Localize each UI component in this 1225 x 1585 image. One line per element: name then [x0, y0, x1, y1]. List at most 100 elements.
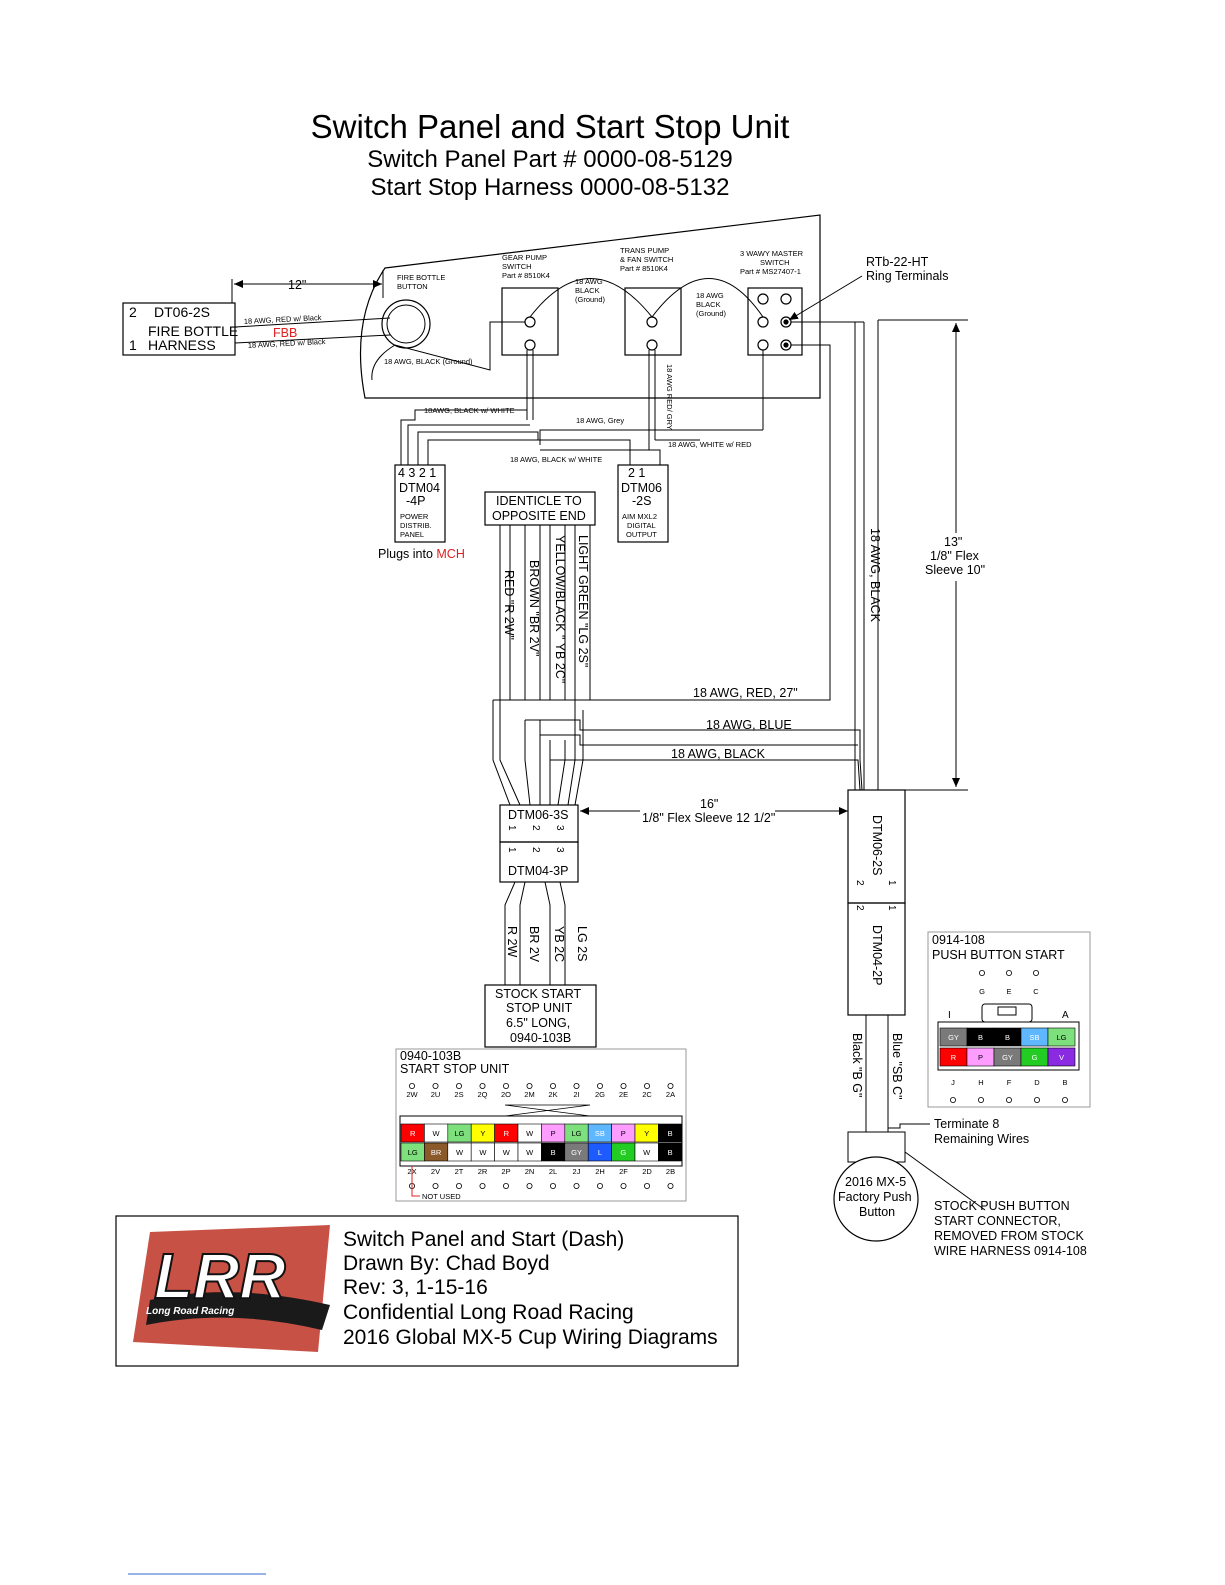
- dtm06-2s-connector: DTM06-2S 2 1: [847, 789, 906, 904]
- power-distribution-connector: 4 3 2 1 DTM04 -4P POWER DISTRIB. PANEL: [394, 464, 446, 543]
- ssu-bottom-pin-label: 2F: [619, 1167, 628, 1176]
- pin-cell: [1047, 1047, 1076, 1067]
- ssu-bottom-pin-dot: [526, 1183, 533, 1190]
- pin-cell-label: V: [1059, 1053, 1064, 1062]
- ssu-top-pin-label: 2M: [524, 1090, 534, 1099]
- wire-red-r2w: RED "R 2W": [502, 570, 516, 640]
- fbh-pin1: 1: [129, 337, 137, 353]
- pin-cell-label: W: [503, 1148, 511, 1157]
- pin-cell: [658, 1142, 683, 1162]
- ground-label-1c: (Ground): [575, 295, 606, 304]
- wire-black: 18 AWG, BLACK: [671, 747, 766, 761]
- ssu-bottom-pin-dot: [502, 1183, 509, 1190]
- pin-cell-label: SB: [595, 1129, 605, 1138]
- dtm04-3p-pin1: 1: [506, 847, 517, 853]
- ssu-bottom-pin-dot: [550, 1183, 557, 1190]
- aim-label-1: AIM MXL2: [622, 512, 657, 521]
- pbs-top-pin-dot: [1006, 970, 1013, 977]
- ssu-top-pin-dot: [667, 1083, 674, 1090]
- master-switch-label-3: Part # MS27407-1: [740, 267, 801, 276]
- pd-connector-2: -4P: [406, 494, 425, 508]
- aim-pins: 2 1: [628, 466, 645, 480]
- ssu-bottom-pin-label: 2N: [525, 1167, 535, 1176]
- tb-line-1: Switch Panel and Start (Dash): [343, 1228, 624, 1251]
- pbs-bottom-pin-label: F: [1007, 1078, 1012, 1087]
- ssu-top-pin-label: 2U: [431, 1090, 441, 1099]
- tb-line-4: Confidential Long Road Racing: [343, 1301, 634, 1324]
- dim-13-a: 13": [944, 535, 962, 549]
- pin-cell-label: GY: [1002, 1053, 1013, 1062]
- ssu-top-pin-dot: [455, 1083, 462, 1090]
- ssu-bottom-pin-label: 2V: [431, 1167, 440, 1176]
- wire-yellow-black: YELLOW/BLACK " YB 2C": [553, 535, 567, 683]
- fbh-connector: DT06-2S: [154, 304, 210, 320]
- pin-cell-label: B: [551, 1148, 556, 1157]
- dtm06-3s-pin1: 1: [506, 825, 517, 831]
- ssu-bottom-pin-dot: [432, 1183, 439, 1190]
- wire-brown-br2v: BROWN "BR 2V": [527, 560, 541, 656]
- ssu-top-pin-label: 2S: [454, 1090, 463, 1099]
- dim-13-c: Sleeve 10": [925, 563, 985, 577]
- pbs-top-pin-label: G: [979, 987, 985, 996]
- wire-black-white-2: 18 AWG, BLACK w/ WHITE: [510, 455, 602, 464]
- lower-wire-br2v: BR 2V: [527, 926, 541, 963]
- aim-connector-1: DTM06: [621, 481, 662, 495]
- pbs-top-pin-label: E: [1006, 987, 1011, 996]
- ground-jumper-2: [651, 278, 764, 318]
- pbs-bottom-pin-label: H: [978, 1078, 983, 1087]
- pbs-bottom-pin-dot: [950, 1097, 957, 1104]
- pin-cell-label: GY: [571, 1148, 582, 1157]
- pd-connector-1: DTM04: [399, 481, 440, 495]
- ssu-bottom-pin-dot: [620, 1183, 627, 1190]
- wire-black-white-1: 18AWG, BLACK w/ WHITE: [424, 406, 515, 415]
- pd-label-1: POWER: [400, 512, 429, 521]
- pin-cell-label: W: [643, 1148, 651, 1157]
- pbs-top-pin-label: C: [1033, 987, 1039, 996]
- dtm04-2p-pin1: 1: [886, 905, 897, 911]
- fbh-wire-top: 18 AWG, RED w/ Black: [244, 313, 322, 326]
- factory-push-button: 2016 MX-5 Factory Push Button: [833, 1156, 919, 1242]
- pin-cell-label: Y: [480, 1129, 485, 1138]
- pd-label-3: PANEL: [400, 530, 424, 539]
- pin-cell-label: W: [526, 1129, 534, 1138]
- push-wire-blue: Blue "SB C": [890, 1033, 904, 1100]
- ssu-bottom-pin-label: 2T: [455, 1167, 464, 1176]
- lrr-logo-text: LRR: [154, 1240, 286, 1312]
- pin-cell-label: LG: [1056, 1033, 1066, 1042]
- stock-connector-4: WIRE HARNESS 0914-108: [934, 1244, 1087, 1258]
- ssu-top-pin-label: 2K: [548, 1090, 557, 1099]
- identicle-1: IDENTICLE TO: [496, 494, 582, 508]
- ssu-top-pin-dot: [597, 1083, 604, 1090]
- pbs-bottom-pin-dot: [1006, 1097, 1013, 1104]
- trans-pump-switch: [624, 287, 682, 356]
- pbs-top-pin-dot: [979, 970, 986, 977]
- dim-12: 12": [288, 278, 306, 292]
- aim-connector-2: -2S: [632, 494, 651, 508]
- aim-output-connector: 2 1 DTM06 -2S AIM MXL2 DIGITAL OUTPUT: [617, 464, 669, 543]
- pin-cell-label: W: [526, 1148, 534, 1157]
- ssu-top-pin-dot: [573, 1083, 580, 1090]
- pin-cell-label: P: [621, 1129, 626, 1138]
- lrr-logo: LRR Long Road Racing: [133, 1225, 330, 1352]
- ssu-top-pin-dot: [408, 1083, 415, 1090]
- wire-black-vertical: 18 AWG, BLACK: [868, 528, 882, 623]
- dtm04-2p-connector: 2 1 DTM04-2P: [847, 902, 906, 1016]
- ssu-top-pin-label: 2W: [406, 1090, 418, 1099]
- dim-16-a: 16": [700, 797, 718, 811]
- fire-bottle-harness-box: [122, 302, 236, 356]
- ssu-top-pin-dot: [644, 1083, 651, 1090]
- pin-cell-label: B: [978, 1033, 983, 1042]
- stock-unit-3: 6.5" LONG,: [506, 1016, 570, 1030]
- fbb-label: FBB: [273, 326, 297, 340]
- dtm06-3s-pin3: 3: [554, 825, 565, 831]
- fire-bottle-button: [381, 299, 431, 349]
- ground-label-2c: (Ground): [696, 309, 727, 318]
- pin-cell-label: W: [433, 1129, 441, 1138]
- pin-cell-label: BR: [431, 1148, 442, 1157]
- pbs-pin-a: A: [1062, 1010, 1069, 1021]
